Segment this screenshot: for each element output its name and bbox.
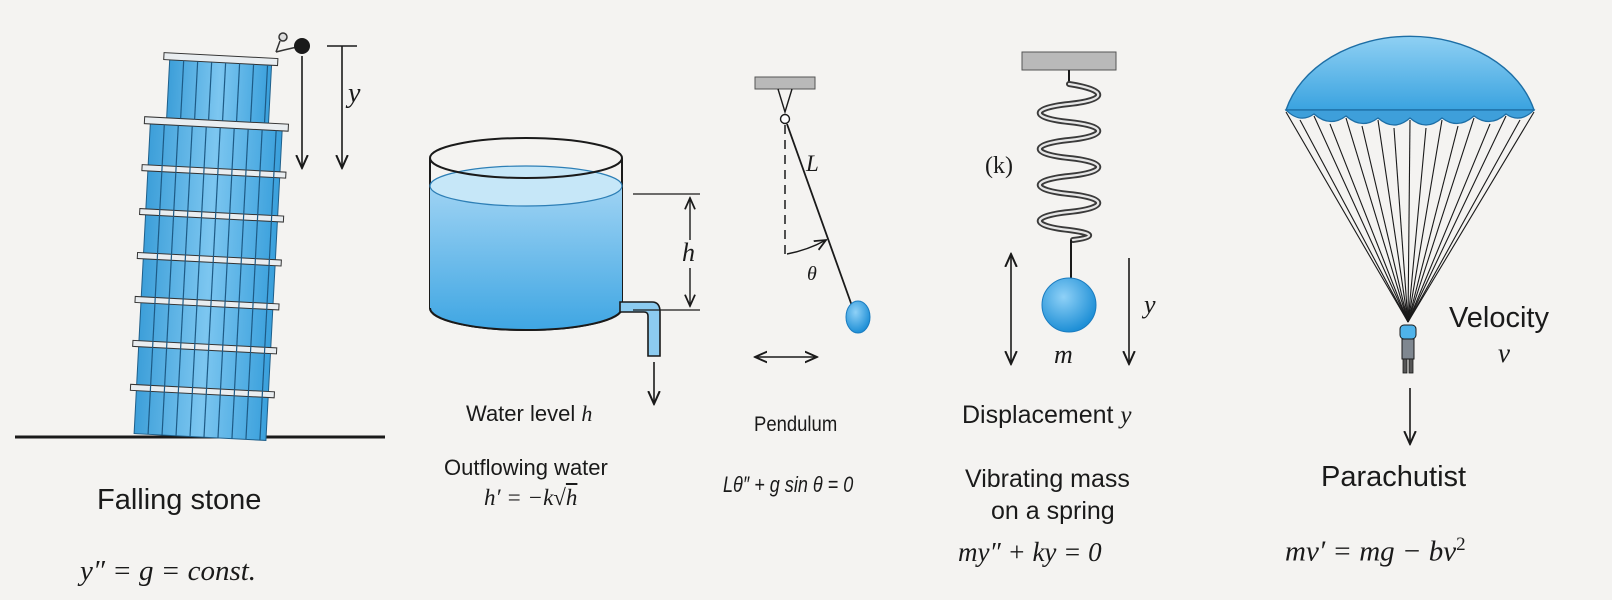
symbol-v: v (1498, 338, 1510, 368)
caption-pendulum: Pendulum (754, 413, 838, 436)
pendulum (754, 76, 871, 334)
equation-spring: my″ + ky = 0 (958, 537, 1102, 567)
parachute (1284, 35, 1536, 374)
caption-vibrating-mass: Vibrating mass (965, 465, 1130, 493)
equation-water-lhs: h′ = −k (484, 485, 554, 510)
equation-parachutist-main: mv′ = mg − bv (1285, 535, 1457, 568)
equation-parachutist: mv′ = mg − bv2 (1285, 534, 1466, 569)
parachutist-figure-icon (1399, 324, 1417, 374)
caption-outflowing-water: Outflowing water (444, 455, 608, 480)
displacement-text: Displacement (962, 401, 1121, 429)
displacement-var: y (1120, 402, 1132, 429)
symbol-y-spring: y (1144, 290, 1156, 319)
equation-water-radical: √ (553, 485, 566, 510)
caption-water-level: Water level h (466, 401, 592, 427)
leaning-tower (15, 32, 385, 441)
equation-pendulum: Lθ″ + g sin θ = 0 (723, 472, 854, 497)
caption-on-a-spring: on a spring (991, 497, 1115, 525)
symbol-h-tank: h (682, 238, 695, 267)
water-level-var: h (581, 401, 593, 426)
symbol-y-stone: y (348, 78, 361, 109)
equation-parachutist-exponent: 2 (1456, 534, 1466, 555)
symbol-theta: θ (807, 263, 817, 285)
stone-ball (294, 38, 310, 54)
symbol-k-text: (k) (985, 153, 1013, 179)
equation-water-var: h (565, 485, 578, 510)
caption-falling-stone: Falling stone (97, 484, 262, 516)
symbol-L: L (806, 151, 819, 176)
water-tank (429, 137, 661, 357)
spring-mass (1021, 51, 1117, 333)
water-level-text: Water level (466, 401, 582, 426)
caption-parachutist: Parachutist (1321, 461, 1467, 493)
person-icon (275, 32, 298, 53)
caption-displacement: Displacement y (962, 401, 1132, 430)
label-velocity: Velocity (1449, 302, 1549, 334)
equation-falling-stone: y″ = g = const. (80, 555, 257, 587)
equation-water-tank: h′ = −k√h (484, 485, 577, 511)
symbol-k: (k) (985, 153, 1013, 180)
symbol-m: m (1054, 340, 1073, 369)
